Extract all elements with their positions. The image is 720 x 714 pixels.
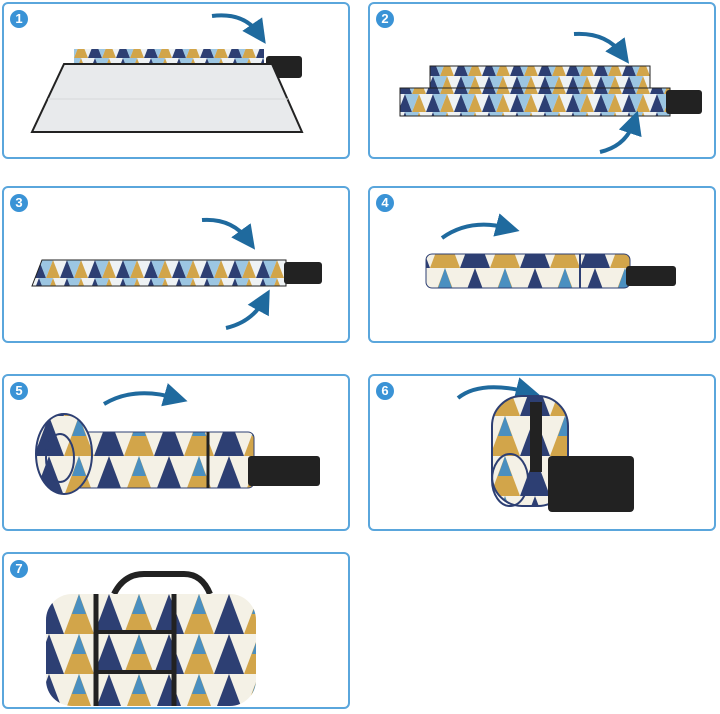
- step-number-badge: 3: [10, 194, 28, 212]
- strap-handle: [626, 266, 676, 286]
- step-2-panel: 2: [368, 2, 716, 159]
- step-number-badge: 5: [10, 382, 28, 400]
- step-number-badge: 1: [10, 10, 28, 28]
- strip-folded-mat-illustration: [31, 217, 322, 330]
- strap-flap: [94, 630, 176, 674]
- step-number-badge: 4: [376, 194, 394, 212]
- handle-strap: [530, 402, 542, 472]
- curved-arrow-icon: [599, 110, 642, 154]
- unfolded-mat-illustration: [30, 13, 304, 133]
- curved-arrow-icon: [573, 31, 630, 64]
- rolling-mat-illustration: [35, 383, 320, 495]
- mat-unrolled-part: [73, 431, 255, 489]
- strap-handle: [666, 90, 702, 114]
- step-number-badge: 2: [376, 10, 394, 28]
- curved-arrow-icon: [211, 13, 266, 44]
- step-number-badge: 6: [376, 382, 394, 400]
- step-4-panel: 4: [368, 186, 716, 343]
- mat-strip: [31, 259, 287, 287]
- mat-top-layer: [429, 65, 651, 89]
- roll-spiral: [491, 453, 529, 507]
- curved-arrow-icon: [201, 217, 256, 250]
- strap-handle: [284, 262, 322, 284]
- rolled-mat-illustration: [456, 377, 634, 512]
- curved-arrow-icon: [225, 289, 270, 330]
- step-6-panel: 6: [368, 374, 716, 531]
- mat-bottom-layer: [399, 87, 671, 117]
- curved-arrow-icon: [456, 377, 540, 401]
- carry-handle: [111, 571, 213, 596]
- mat-folded-block: [425, 253, 631, 289]
- mat-underside: [30, 63, 304, 133]
- step-3-panel: 3: [2, 186, 350, 343]
- step-number-badge: 7: [10, 560, 28, 578]
- strap-flap: [548, 456, 634, 512]
- step-5-panel: 5: [2, 374, 350, 531]
- half-folded-mat-illustration: [399, 31, 702, 154]
- curved-arrow-icon: [440, 213, 520, 240]
- rolled-mat-with-handle-illustration: [46, 571, 256, 706]
- curved-arrow-icon: [102, 383, 188, 407]
- roll-spiral: [45, 433, 75, 483]
- strap-handle: [248, 456, 320, 486]
- step-1-panel: 1: [2, 2, 350, 159]
- folded-thirds-mat-illustration: [425, 213, 676, 289]
- step-7-panel: 7: [2, 552, 350, 709]
- mat-roll: [46, 594, 256, 706]
